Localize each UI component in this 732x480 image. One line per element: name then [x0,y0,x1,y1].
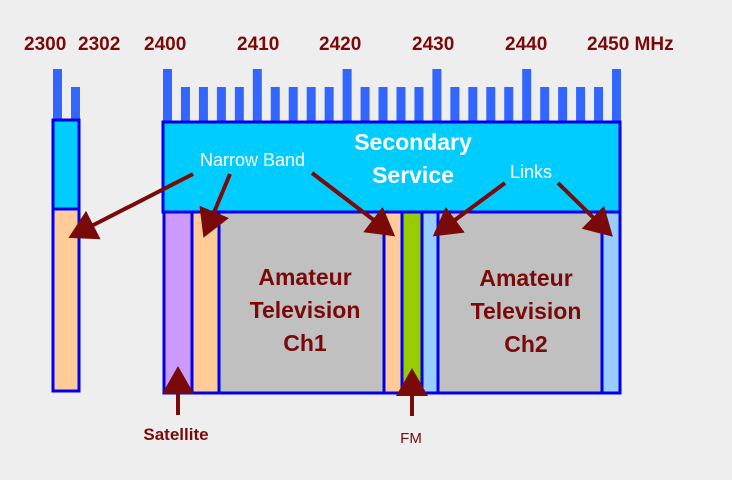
channel-marker-2414 [288,87,298,122]
channel-marker-2416 [306,87,316,122]
atv1-line1: Amateur [258,264,351,290]
channel-marker-2446 [576,87,586,122]
secondary-service-line2: Service [372,162,454,188]
channel-markers [53,69,621,122]
atv1-line3: Ch1 [283,330,327,356]
channel-marker-2430 [432,69,442,122]
frequency-axis-labels: 2300 2302 2400 2410 2420 2430 2440 2450 … [24,34,674,55]
narrow-band-arrow-2400 [199,173,232,238]
channel-marker-2448 [594,87,604,122]
channel-marker-2408 [234,87,244,122]
fm-label: FM [400,430,422,447]
narrow-band-arrow-2424 [310,171,396,237]
freq-label-2420: 2420 [319,34,361,55]
narrow-band-segment-1 [190,210,221,395]
atv-ch1-segment [217,210,386,395]
atv2-line2: Television [471,298,582,324]
channel-marker-2432 [450,87,460,122]
channel-marker-2302 [71,87,80,122]
channel-marker-2424 [378,87,388,122]
channel-marker-2440 [522,69,532,122]
channel-marker-2418 [324,87,334,122]
channel-marker-2300 [53,69,62,122]
links-arrow-2 [556,181,613,237]
fm-segment [400,210,424,395]
channel-marker-2402 [180,87,190,122]
satellite-label: Satellite [143,425,208,444]
narrow-band-arrow-2300 [68,172,194,240]
channel-marker-2400 [163,69,172,122]
freq-label-2302: 2302 [78,34,120,55]
links-label: Links [510,162,552,182]
freq-label-2400: 2400 [144,34,186,55]
freq-label-2300: 2300 [24,34,66,55]
freq-label-2430: 2430 [412,34,454,55]
secondary-service-line1: Secondary [354,129,472,155]
freq-label-2450: 2450 MHz [587,34,674,55]
channel-marker-2444 [558,87,568,122]
channel-marker-2442 [540,87,550,122]
secondary-service-2300-segment [51,118,81,211]
links-segment-1 [420,210,440,395]
narrow-band-label: Narrow Band [200,150,305,170]
satellite-segment [162,210,194,395]
links-arrow-1 [432,181,507,237]
narrow-band-2300-segment [51,207,81,393]
channel-marker-2412 [270,87,280,122]
secondary-service-block [161,120,622,214]
channel-marker-2404 [198,87,208,122]
channel-marker-2420 [342,69,352,122]
atv1-line2: Television [250,297,361,323]
channel-marker-2426 [396,87,406,122]
channel-marker-2406 [216,87,226,122]
channel-marker-2450 [612,69,621,122]
channel-marker-2428 [414,87,424,122]
channel-marker-2436 [486,87,496,122]
channel-marker-2438 [504,87,514,122]
channel-marker-2422 [360,87,370,122]
narrow-band-segment-2 [382,210,404,395]
freq-label-2440: 2440 [505,34,547,55]
links-segment-2 [600,210,622,395]
channel-marker-2434 [468,87,478,122]
channel-marker-2410 [252,69,262,122]
freq-label-2410: 2410 [237,34,279,55]
atv2-line1: Amateur [479,265,572,291]
atv2-line3: Ch2 [504,331,547,357]
